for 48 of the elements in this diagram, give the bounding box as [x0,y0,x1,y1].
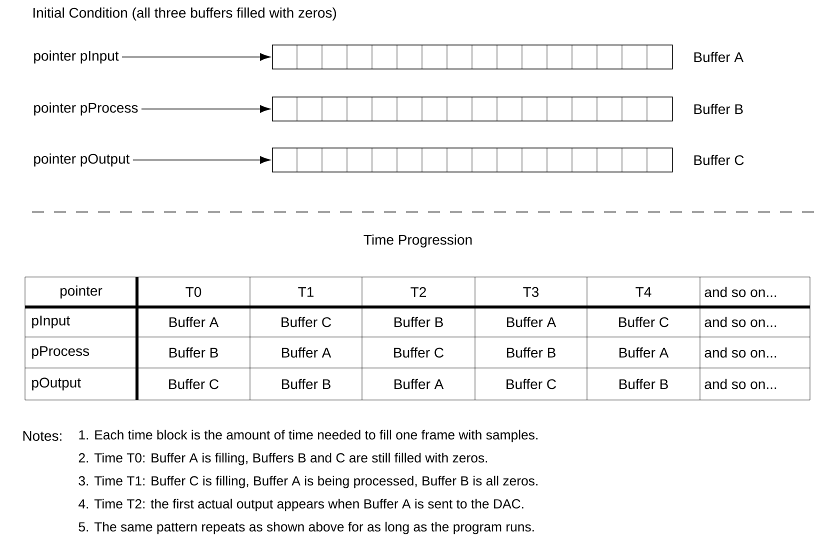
buffer-label: Buffer A [694,52,744,62]
table-cell: Buffer B [394,316,443,328]
note: 2. Time T0: Buffer A is filling, Buffers B and C are still filled with zeros. [78,452,488,466]
table-cell: T0 [186,287,202,297]
note: 3. Time T1: Buffer C is filling, Buffer A is being processed, Buffer B is all zeros. [78,476,538,488]
table-cell: pProcess [32,346,90,359]
table-cell: pOutput [32,378,81,390]
note: 5. The same pattern repeats as shown above for as long as the program runs. [78,522,534,534]
table-cell: Buffer C [394,347,444,358]
table-cell: Buffer A [282,347,332,358]
table-cell: and so on... [704,347,776,358]
table-cell: T4 [636,287,652,297]
table-cell: T1 [298,287,314,297]
buffer-drawing [272,96,673,122]
table-cell: Buffer A [506,316,556,328]
table-cell: and so on... [704,378,776,390]
table-cell: pInput [32,316,70,328]
table-cell: Buffer C [169,378,219,390]
table-cell: pointer [60,285,102,299]
table-cell: Buffer C [619,316,668,328]
table-cell: Buffer C [506,378,556,390]
table-cell: Buffer B [282,378,330,390]
table-cell: and so on... [704,286,776,298]
buffer-drawing [272,148,673,172]
table-cell: Buffer A [619,347,669,358]
arrow [122,53,271,61]
table-cell: Buffer A [394,378,444,390]
table-cell: and so on... [704,316,776,328]
note: 4. Time T2: the first actual output appears when Buffer A is sent to the DAC. [78,498,524,512]
table-cell: Buffer A [170,316,219,328]
buffer-drawing [272,44,673,70]
table-cell: Buffer B [170,347,218,358]
arrow [141,105,271,113]
buffer-label: Buffer C [694,154,744,166]
table-title: Time Progression [364,234,472,248]
pointer-label: pointer pInput [34,50,119,64]
table-cell: Buffer C [282,316,332,328]
table-cell: Buffer B [619,378,668,390]
buffer-label: Buffer B [694,104,743,114]
table-cell: T2 [410,287,426,297]
arrow [132,156,271,164]
heading: Initial Condition (all three buffers filled with zeros) [34,7,336,21]
pointer-label: pointer pOutput [34,153,130,167]
notes-heading: Notes: [23,431,62,441]
pointer-label: pointer pProcess [34,102,138,116]
table-cell: Buffer B [506,347,556,358]
table-cell: T3 [523,287,539,297]
note: 1. Each time block is the amount of time needed to fill one frame with samples. [79,430,538,442]
